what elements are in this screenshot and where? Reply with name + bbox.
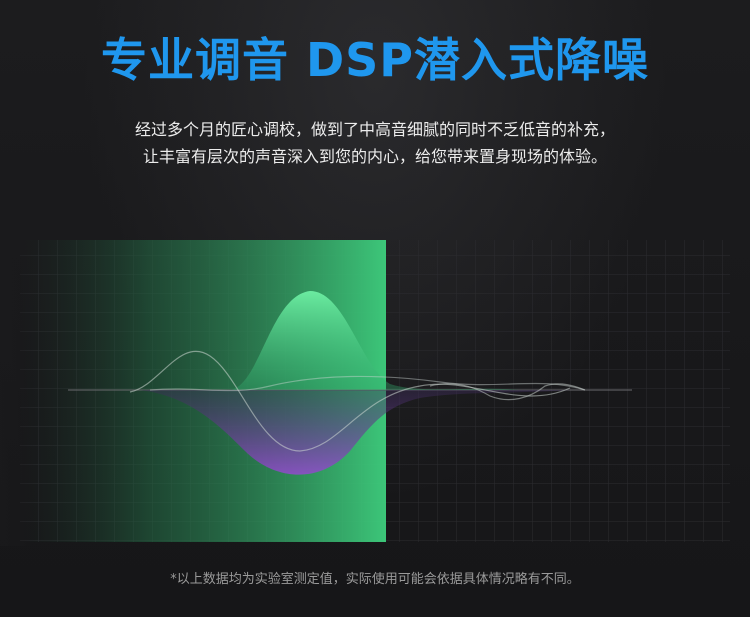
description-line-2: 让丰富有层次的声音深入到您的内心，给您带来置身现场的体验。	[142, 147, 607, 166]
footnote: *以上数据均为实验室测定值，实际使用可能会依据具体情况略有不同。	[170, 572, 580, 587]
audio-waveform-graphic	[0, 236, 730, 546]
description-line-1: 经过多个月的匠心调校，做到了中高音细腻的同时不乏低音的补充，	[134, 120, 615, 139]
purple-wave	[140, 390, 570, 475]
description: 经过多个月的匠心调校，做到了中高音细腻的同时不乏低音的补充， 让丰富有层次的声音…	[0, 116, 750, 170]
page-title: 专业调音 DSP潜入式降噪	[100, 33, 650, 87]
wave-line-2	[149, 375, 586, 392]
green-peak-wave	[230, 291, 520, 390]
wave-line-3	[429, 383, 586, 401]
